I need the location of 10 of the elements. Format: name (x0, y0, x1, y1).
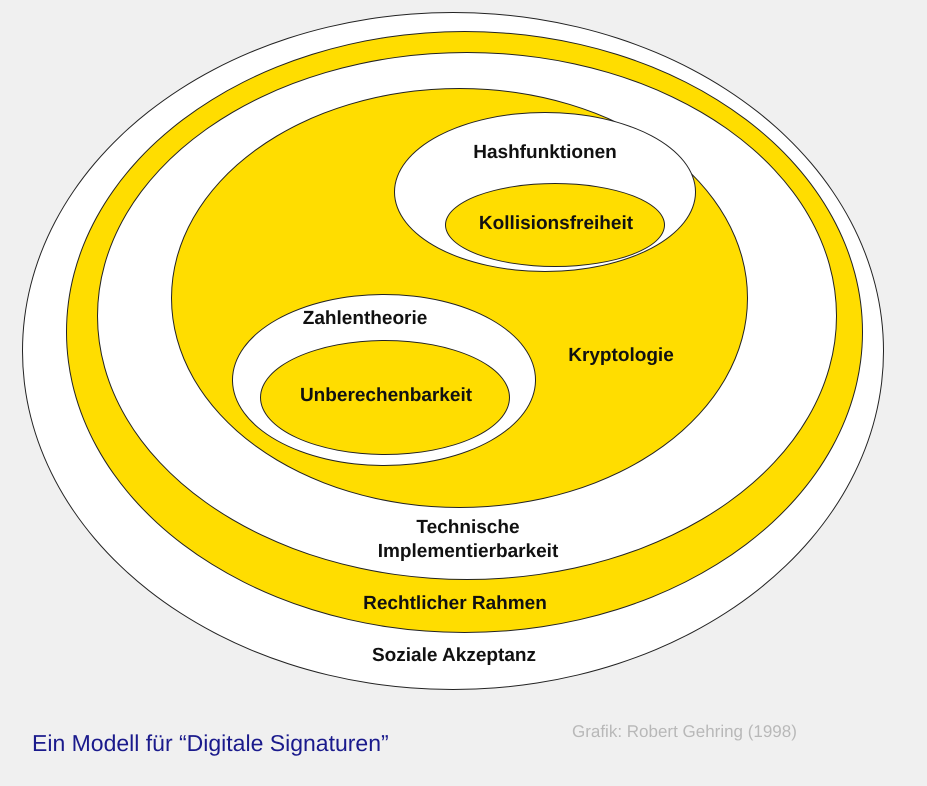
credit-text: Grafik: Robert Gehring (1998) (572, 722, 797, 742)
region-label: Kollisionsfreiheit (478, 212, 634, 236)
region-label: Rechtlicher Rahmen (363, 592, 547, 616)
title-text: Ein Modell für “Digitale Signaturen” (32, 730, 389, 757)
region-label: Unberechenbarkeit (300, 384, 472, 408)
region-label: Kryptologie (568, 344, 674, 368)
region-label: Hashfunktionen (473, 141, 617, 165)
region-label: Zahlentheorie (302, 307, 428, 331)
region-label: Technische Implementierbarkeit (376, 516, 560, 564)
region-label: Soziale Akzeptanz (372, 644, 536, 668)
